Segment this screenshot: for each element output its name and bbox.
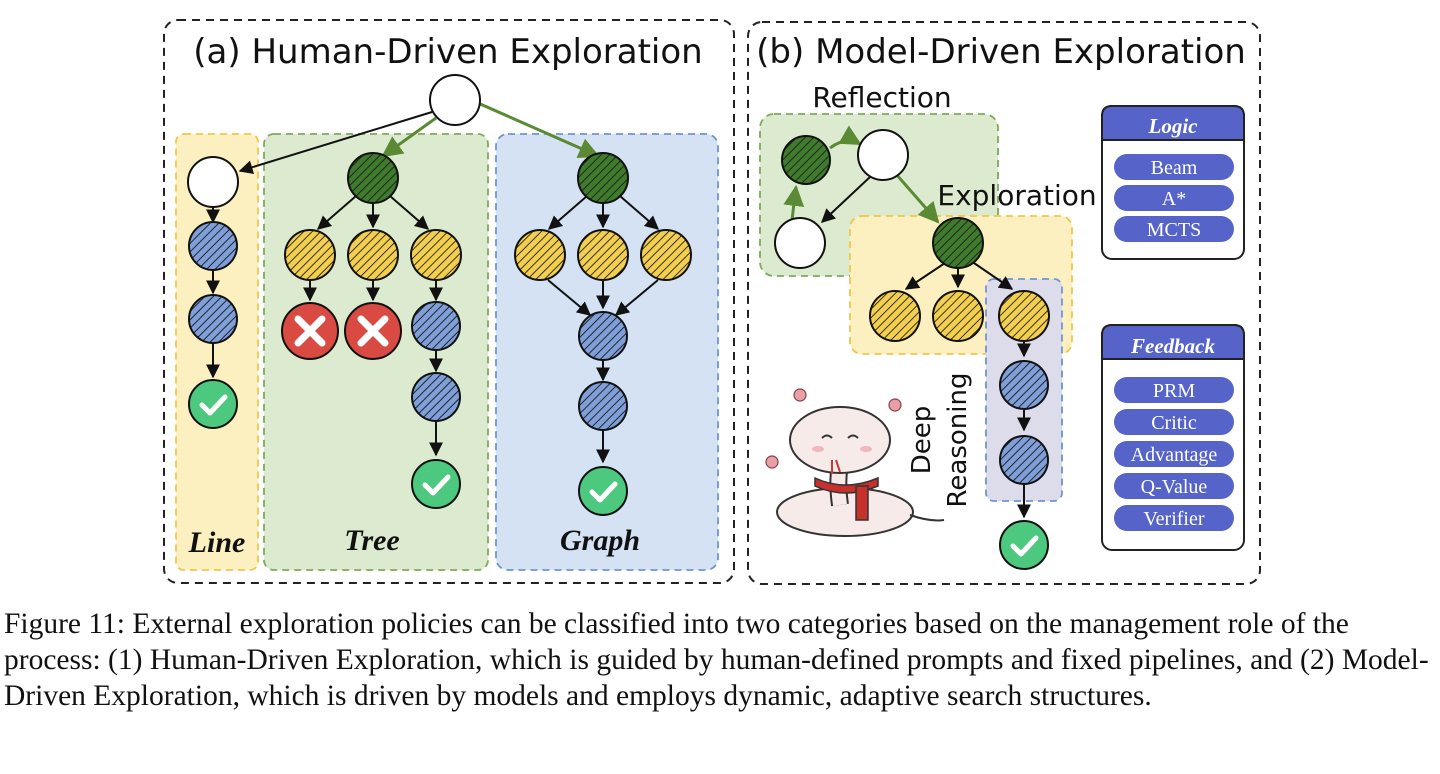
cross-icon bbox=[344, 302, 402, 360]
logic-title: Logic bbox=[1148, 114, 1199, 138]
logic-item-label: Beam bbox=[1151, 157, 1198, 179]
reasoning-step-node bbox=[999, 435, 1049, 485]
graph-merge-node bbox=[578, 311, 628, 361]
reflection-white-node bbox=[774, 217, 826, 269]
feedback-item-pill bbox=[1114, 441, 1234, 467]
feedback-item-pill bbox=[1114, 473, 1234, 499]
checkmark-icon bbox=[578, 466, 628, 516]
feedback-item-pill bbox=[1114, 505, 1234, 531]
logic-item-label: A* bbox=[1162, 188, 1186, 210]
feedback-item-label: Verifier bbox=[1143, 508, 1204, 530]
exploration-branch-node bbox=[932, 290, 984, 342]
graph-root-node bbox=[577, 152, 629, 204]
reflection-white-node bbox=[857, 129, 909, 181]
feedback-item-label: Q-Value bbox=[1141, 476, 1208, 498]
exploration-edges bbox=[904, 262, 1031, 519]
tree-step-node bbox=[411, 372, 461, 422]
checkmark-icon bbox=[188, 379, 238, 429]
panel-a-border bbox=[163, 19, 735, 584]
line-step-node bbox=[188, 294, 238, 344]
feedback-item-label: PRM bbox=[1153, 380, 1195, 402]
graph-branch-node bbox=[640, 229, 692, 281]
graph-label: Graph bbox=[560, 524, 640, 557]
panel-a-title: (a) Human-Driven Exploration bbox=[193, 32, 702, 72]
tree-edges bbox=[303, 195, 443, 457]
reflection-green-node bbox=[781, 135, 831, 185]
graph-branch-node bbox=[577, 229, 629, 281]
exploration-diagram: (a) Human-Driven Exploration bbox=[163, 19, 1261, 585]
feedback-title: Feedback bbox=[1130, 334, 1215, 358]
checkmark-icon bbox=[999, 520, 1049, 570]
reasoning-label: Reasoning bbox=[943, 373, 973, 508]
tree-root-node bbox=[347, 152, 399, 204]
exploration-root-node bbox=[932, 217, 984, 269]
logic-item-label: MCTS bbox=[1147, 219, 1201, 241]
reflection-label: Reflection bbox=[812, 81, 951, 114]
exploration-branch-node bbox=[998, 290, 1050, 342]
feedback-item-label: Advantage bbox=[1131, 444, 1218, 466]
line-start-node bbox=[187, 156, 239, 208]
root-node bbox=[429, 74, 481, 126]
logic-item-pill bbox=[1114, 185, 1234, 211]
tree-label: Tree bbox=[344, 524, 400, 557]
root-edges bbox=[238, 101, 600, 174]
checkmark-icon bbox=[411, 459, 461, 509]
deep-reasoning-label: Deep Reasoning bbox=[907, 373, 973, 508]
line-label: Line bbox=[188, 526, 246, 559]
exploration-label: Exploration bbox=[937, 179, 1096, 212]
feedback-item-pill bbox=[1114, 377, 1234, 403]
graph-edges bbox=[547, 195, 660, 464]
tree-step-node bbox=[411, 301, 461, 351]
exploration-branch-node bbox=[869, 290, 921, 342]
feedback-item-label: Critic bbox=[1151, 412, 1197, 434]
figure-caption: Figure 11: External exploration policies… bbox=[4, 608, 1429, 712]
reflection-edges bbox=[783, 125, 940, 224]
reasoning-step-node bbox=[999, 360, 1049, 410]
line-step-node bbox=[188, 221, 238, 271]
logic-item-pill bbox=[1114, 216, 1234, 242]
tree-branch-node bbox=[347, 229, 399, 281]
graph-step-node bbox=[578, 381, 628, 431]
snake-mascot-icon bbox=[765, 388, 945, 537]
logic-item-pill bbox=[1114, 154, 1234, 180]
feedback-item-pill bbox=[1114, 409, 1234, 435]
cross-icon bbox=[281, 302, 339, 360]
tree-branch-node bbox=[410, 229, 462, 281]
tree-branch-node bbox=[284, 229, 336, 281]
panel-b-border bbox=[747, 21, 1261, 585]
graph-branch-node bbox=[514, 229, 566, 281]
deep-label: Deep bbox=[907, 406, 937, 475]
panel-b-title: (b) Model-Driven Exploration bbox=[756, 32, 1246, 72]
